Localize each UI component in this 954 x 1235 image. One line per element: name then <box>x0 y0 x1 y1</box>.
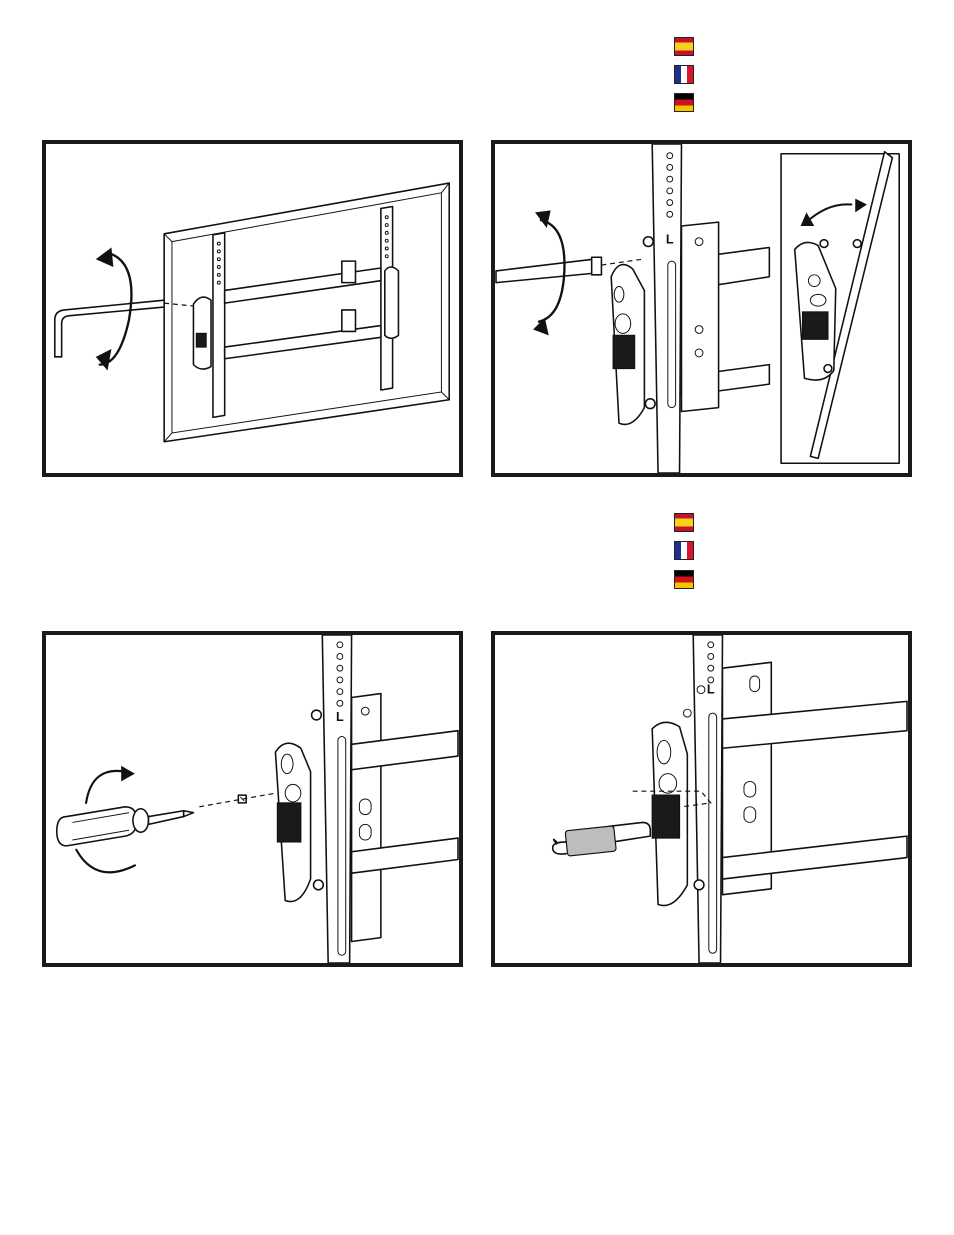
flag-france-icon <box>674 65 694 84</box>
flag-germany-icon <box>674 93 694 112</box>
flag-spain-icon <box>674 513 694 532</box>
tilt-adjust-illustration: L <box>495 144 908 473</box>
tv-mount-illustration <box>46 144 459 473</box>
rail-side-label: L <box>666 233 674 247</box>
panel-tilt-adjust-detail: L <box>491 140 912 477</box>
key-lock-illustration: L <box>495 635 908 963</box>
panel-screwdriver-screw: L <box>42 631 463 967</box>
key-icon <box>553 822 651 856</box>
flag-france-icon <box>674 541 694 560</box>
panel-allen-key-tilt <box>42 140 463 477</box>
rotation-arrows-icon <box>100 253 132 364</box>
screwdriver-icon <box>57 807 194 846</box>
rail-side-label: L <box>707 683 715 697</box>
flag-spain-icon <box>674 37 694 56</box>
panel-key-lock: L <box>491 631 912 967</box>
flag-germany-icon <box>674 570 694 589</box>
screwdriver-illustration: L <box>46 635 459 963</box>
allen-key-icon <box>496 259 598 282</box>
rail-side-label: L <box>336 710 344 724</box>
